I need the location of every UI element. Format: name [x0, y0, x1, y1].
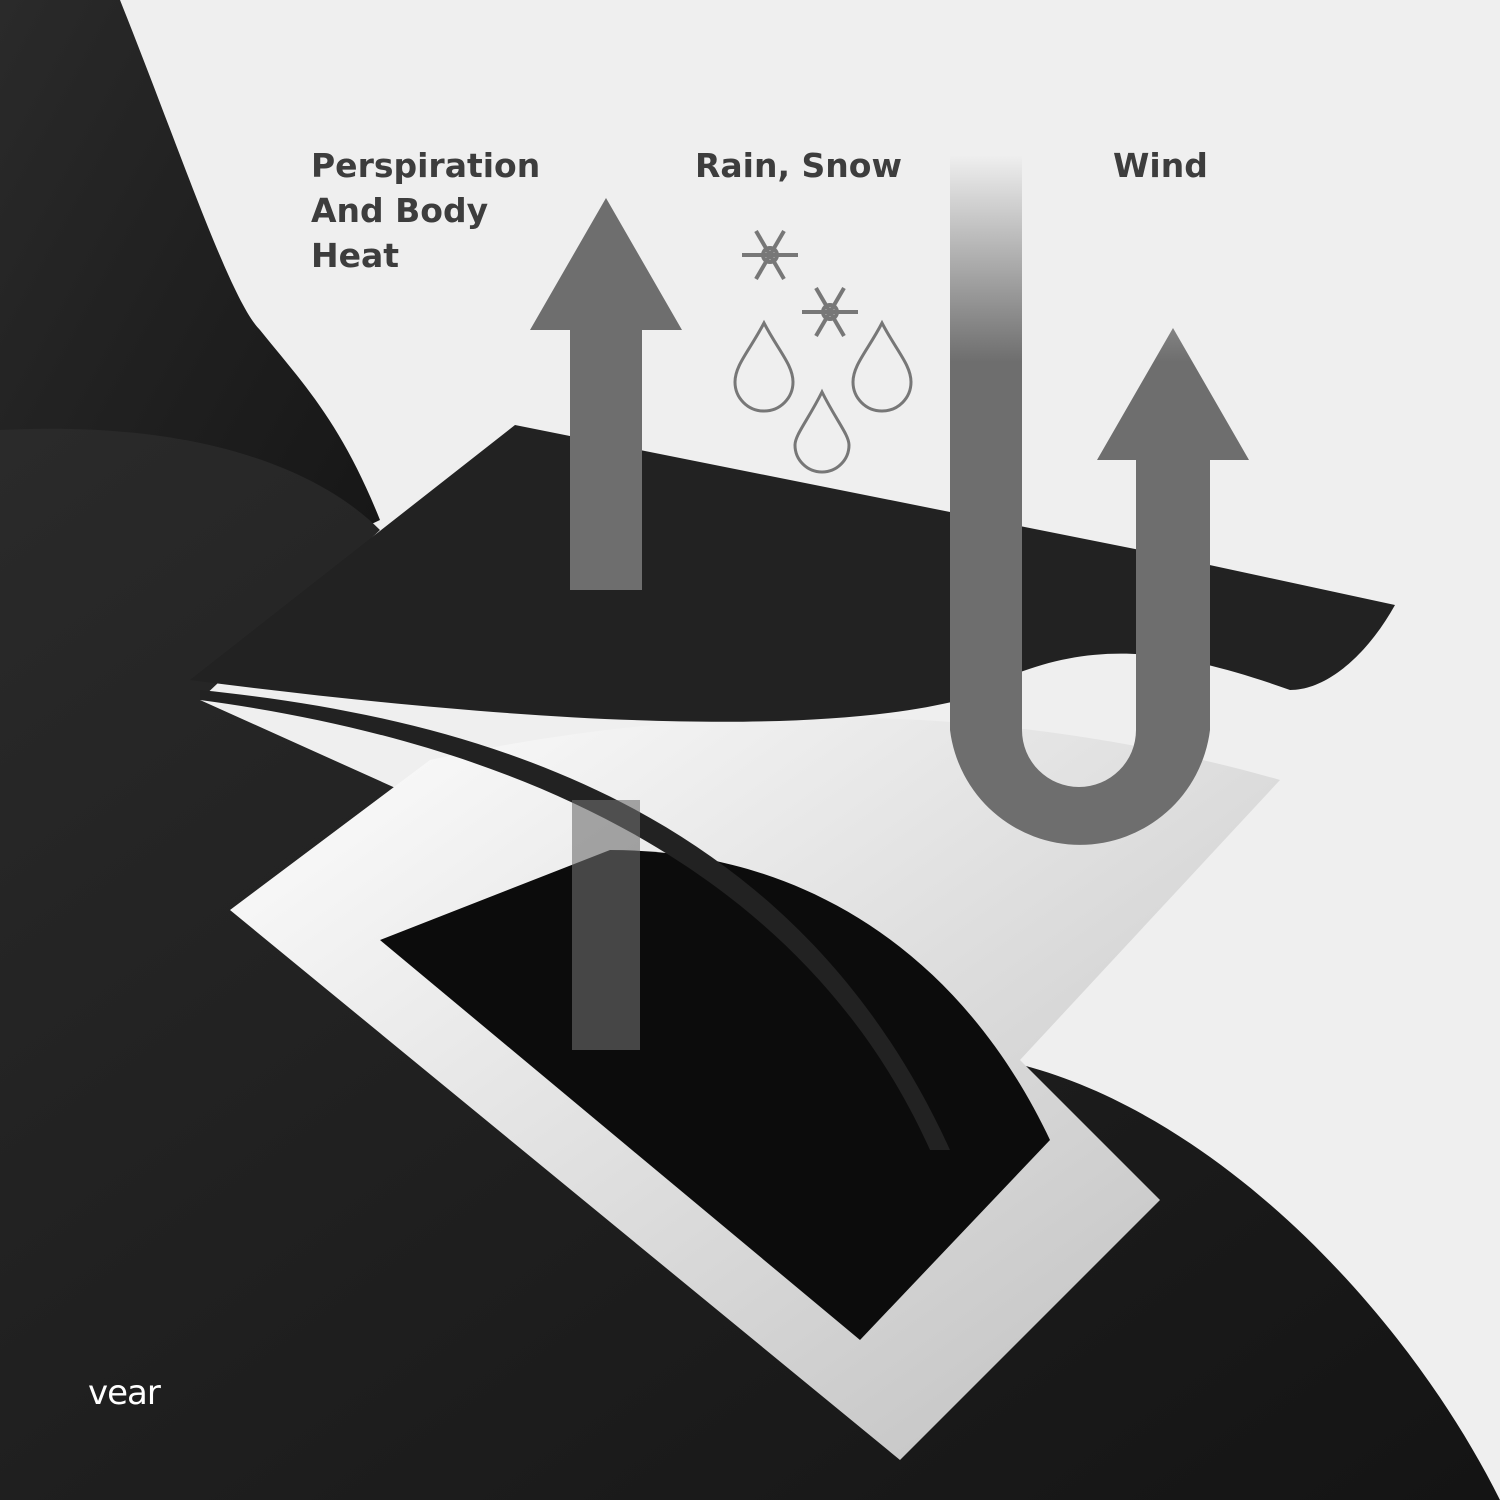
perspiration-line-2: And Body	[311, 191, 489, 230]
perspiration-line-1: Perspiration	[311, 146, 541, 185]
perspiration-line-3: Heat	[311, 236, 400, 275]
layer-lining	[380, 850, 1050, 1340]
wind-label: Wind	[1113, 146, 1208, 185]
snowflake-icon	[742, 229, 858, 338]
brand-logo: vear	[88, 1373, 161, 1413]
up-arrow-icon	[530, 198, 682, 590]
u-turn-arrow-icon	[950, 155, 1249, 845]
raindrop-icon	[733, 319, 913, 474]
perspiration-label: Perspiration And Body Heat	[311, 143, 540, 278]
layer-mid	[200, 690, 950, 1150]
rain-snow-label: Rain, Snow	[695, 146, 902, 185]
up-arrow-lower	[572, 800, 640, 1050]
layer-shell	[190, 425, 1395, 722]
